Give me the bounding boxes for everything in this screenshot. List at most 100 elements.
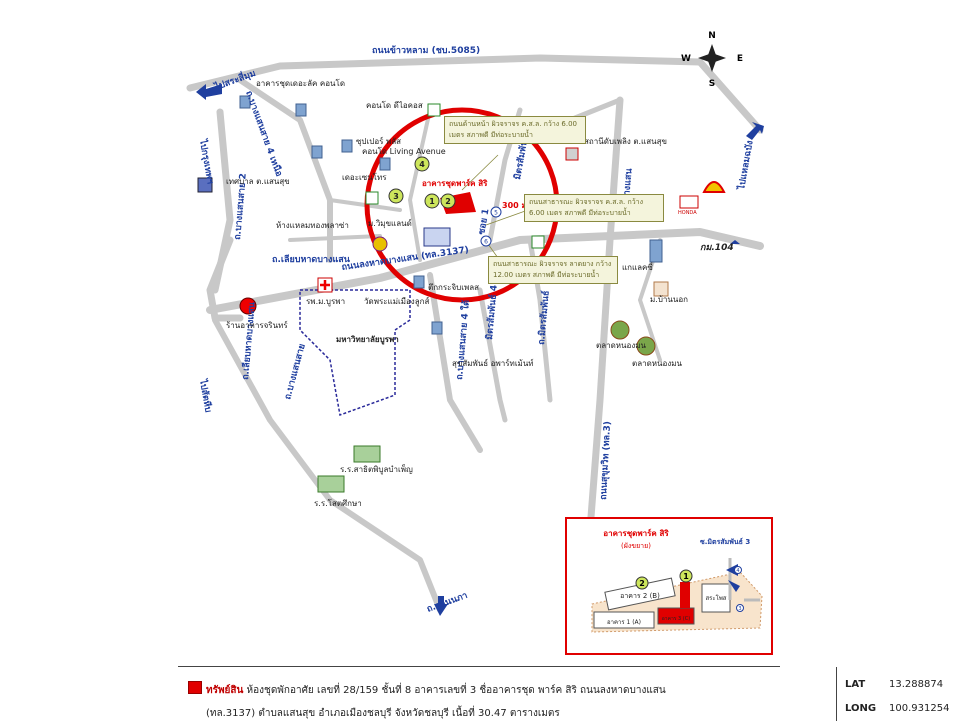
- arrow-south-icon: [434, 596, 448, 616]
- road-bang-saen-4n: [237, 77, 333, 263]
- property-description: ทรัพย์สิน ห้องชุดพักอาศัย เลขที่ 28/159 …: [178, 666, 949, 721]
- place-park-condo: อาคารชุดพาร์ค สิริ: [422, 178, 488, 189]
- numbered-markers: 1 2 3 4 5 6: [388, 156, 502, 247]
- place-living-avenue: คอนโด Living Avenue: [362, 146, 446, 156]
- place-honda: HONDA: [678, 210, 697, 216]
- long-label: LONG: [845, 703, 877, 714]
- road-label-bang-saen-4t: ถ.บางแสนสาย 4 ใต้: [453, 299, 472, 380]
- lat-label: LAT: [845, 679, 866, 690]
- place-fire-station: สถานีดับเพลิง ต.แสนสุข: [584, 137, 667, 146]
- compass-s: S: [709, 79, 715, 89]
- road-label-to-sattahip: ไปสัตหีบ: [197, 377, 215, 413]
- place-mu-wimon: ม.วิมุขแลนด์: [368, 218, 412, 228]
- inset-subtitle: (ผังขยาย): [621, 542, 651, 550]
- house-icon: [423, 227, 451, 247]
- place-restaurant: ร้านอาหารจรินทร์: [226, 320, 288, 330]
- compass-west-icon: [698, 53, 712, 63]
- marker-4: [414, 156, 430, 172]
- inset-marker-4: 4: [736, 568, 739, 574]
- place-labels: อาคารชุดเดอะลัค คอนโด คอนโด ดีไอคอส ซุปเ…: [226, 78, 697, 508]
- place-market-1: ตลาดหนองมน: [596, 341, 647, 350]
- hospital-cross-icon: [320, 280, 330, 290]
- place-distance: 300 ม.: [502, 201, 530, 210]
- marker-2-label: 2: [445, 197, 451, 206]
- compass-w: W: [681, 54, 691, 64]
- road-label-long-had-left: ถ.เลียบหาดบางแสน: [240, 301, 258, 380]
- road-wonnapha: [212, 317, 443, 613]
- place-sisamphan: สุขสัมพันธ์ อพาร์ทเม้นท์: [452, 358, 534, 368]
- inset-building-1: อาคาร 1 (A): [607, 619, 641, 626]
- marker-3-label: 3: [393, 192, 399, 201]
- road-note-1-text: ถนนด้านหน้า ผิวจราจร ค.ส.ล. กว้าง 6.00 เ…: [449, 120, 578, 139]
- fire-station-icon: [565, 147, 579, 161]
- place-school-2: ร.ร.โสตศึกษา: [314, 498, 362, 508]
- road-bang-saen-4t: [427, 272, 483, 453]
- marker-5-label: 5: [494, 210, 498, 217]
- road-side-1: [408, 108, 432, 262]
- market-icon: [636, 336, 656, 356]
- note-leaders: [461, 154, 529, 259]
- road-bang-saen-2: [211, 108, 234, 294]
- inset-road-label: ซ.มิตรสัมพันธ์ 3: [700, 537, 750, 546]
- arrow-west-icon: [196, 84, 222, 100]
- property-line-1: ห้องชุดพักอาศัย เลขที่ 28/159 ชั้นที่ 8 …: [246, 685, 666, 696]
- market-icon: [610, 320, 630, 340]
- property-line-2: (ทล.3137) ตำบลแสนสุข อำเภอเมืองชลบุรี จั…: [206, 708, 560, 719]
- inset-map: อาคารชุดพาร์ค สิริ (ผังขยาย) ซ.มิตรสัมพั…: [565, 517, 773, 655]
- place-market-2: ตลาดหนองมน: [632, 359, 683, 368]
- place-mall: ม.บ้านนอก: [650, 295, 688, 304]
- road-note-2-text: ถนนสาธารณะ ผิวจราจร ค.ส.ล. กว้าง 6.00 เม…: [529, 198, 644, 217]
- road-label-khaowang: ถนนข้าวหลาม (ชบ.5085): [372, 45, 480, 56]
- direction-arrows: [196, 84, 764, 616]
- compass-east-icon: [712, 53, 726, 63]
- property-swatch: [188, 681, 202, 694]
- mall-icon: [653, 281, 669, 297]
- gas-station-icon: [372, 236, 388, 252]
- road-note-3-text: ถนนสาธารณะ ผิวจราจร ลาดยาง กว้าง 12.00 เ…: [493, 260, 612, 279]
- seven-eleven-icon: [427, 103, 441, 117]
- building-icon: [311, 145, 323, 159]
- coordinate-box: LAT 13.288874 LONG 100.931254: [836, 667, 960, 721]
- road-label-sukhumvit: ถนนสุขุมวิท (ทล.3): [598, 421, 613, 500]
- marker-6: [480, 235, 492, 247]
- place-centro: เดอะเซนโทร: [342, 172, 387, 182]
- place-condo-1: อาคารชุดเดอะลัค คอนโด: [256, 78, 345, 88]
- place-condo-2: คอนโด ดีไอคอส: [366, 100, 423, 110]
- marker-4-label: 4: [419, 160, 425, 169]
- road-side-3: [288, 234, 382, 242]
- road-note-3: ถนนสาธารณะ ผิวจราจร ลาดยาง กว้าง 12.00 เ…: [488, 256, 618, 284]
- building-icon: [379, 157, 391, 171]
- tessaban-icon: [197, 177, 213, 193]
- compass-rose: N S W E: [681, 31, 743, 89]
- road-label-bang-saen-road: ถ.บางแสนสาย: [283, 343, 307, 401]
- inset-arrow-icon: [728, 580, 740, 592]
- map-icons: [197, 95, 726, 493]
- place-wat: วัดพระแม่เมืองลูกส์: [364, 296, 429, 307]
- lat-value: 13.288874: [889, 679, 944, 690]
- university-boundary: [299, 289, 411, 417]
- inset-building-2: อาคาร 2 (B): [620, 592, 660, 600]
- restaurant-icon: [239, 297, 257, 315]
- road-label-bang-saen-beach: ถ.เลียบหาดบางแสน: [272, 254, 351, 265]
- marker-3: [388, 188, 404, 204]
- long-value: 100.931254: [889, 703, 950, 714]
- building-icon: [295, 103, 307, 117]
- place-supersat-plus: ซุปเปอร์ พลัส: [356, 136, 401, 146]
- road-label-soi-1: ซอย 1: [477, 208, 491, 236]
- inset-arrow-icon: [726, 564, 738, 576]
- inset-pool: สระโพส: [706, 594, 727, 602]
- building-icon: [413, 275, 425, 289]
- arrow-northeast-icon: [746, 122, 764, 140]
- compass-e: E: [737, 54, 743, 64]
- marker-6-label: 6: [484, 239, 488, 246]
- place-galaxy: แกแลคซี่: [622, 261, 653, 272]
- place-school-1: ร.ร.สาธิตพิบูลบำเพ็ญ: [340, 464, 413, 475]
- building-icon: [431, 321, 443, 335]
- shell-icon: [702, 181, 726, 193]
- marker-1: [424, 193, 440, 209]
- honda-icon: [679, 195, 699, 209]
- compass-n: N: [708, 31, 716, 41]
- road-sukhumvit: [586, 96, 624, 534]
- road-mitsamphan-4: [477, 287, 508, 423]
